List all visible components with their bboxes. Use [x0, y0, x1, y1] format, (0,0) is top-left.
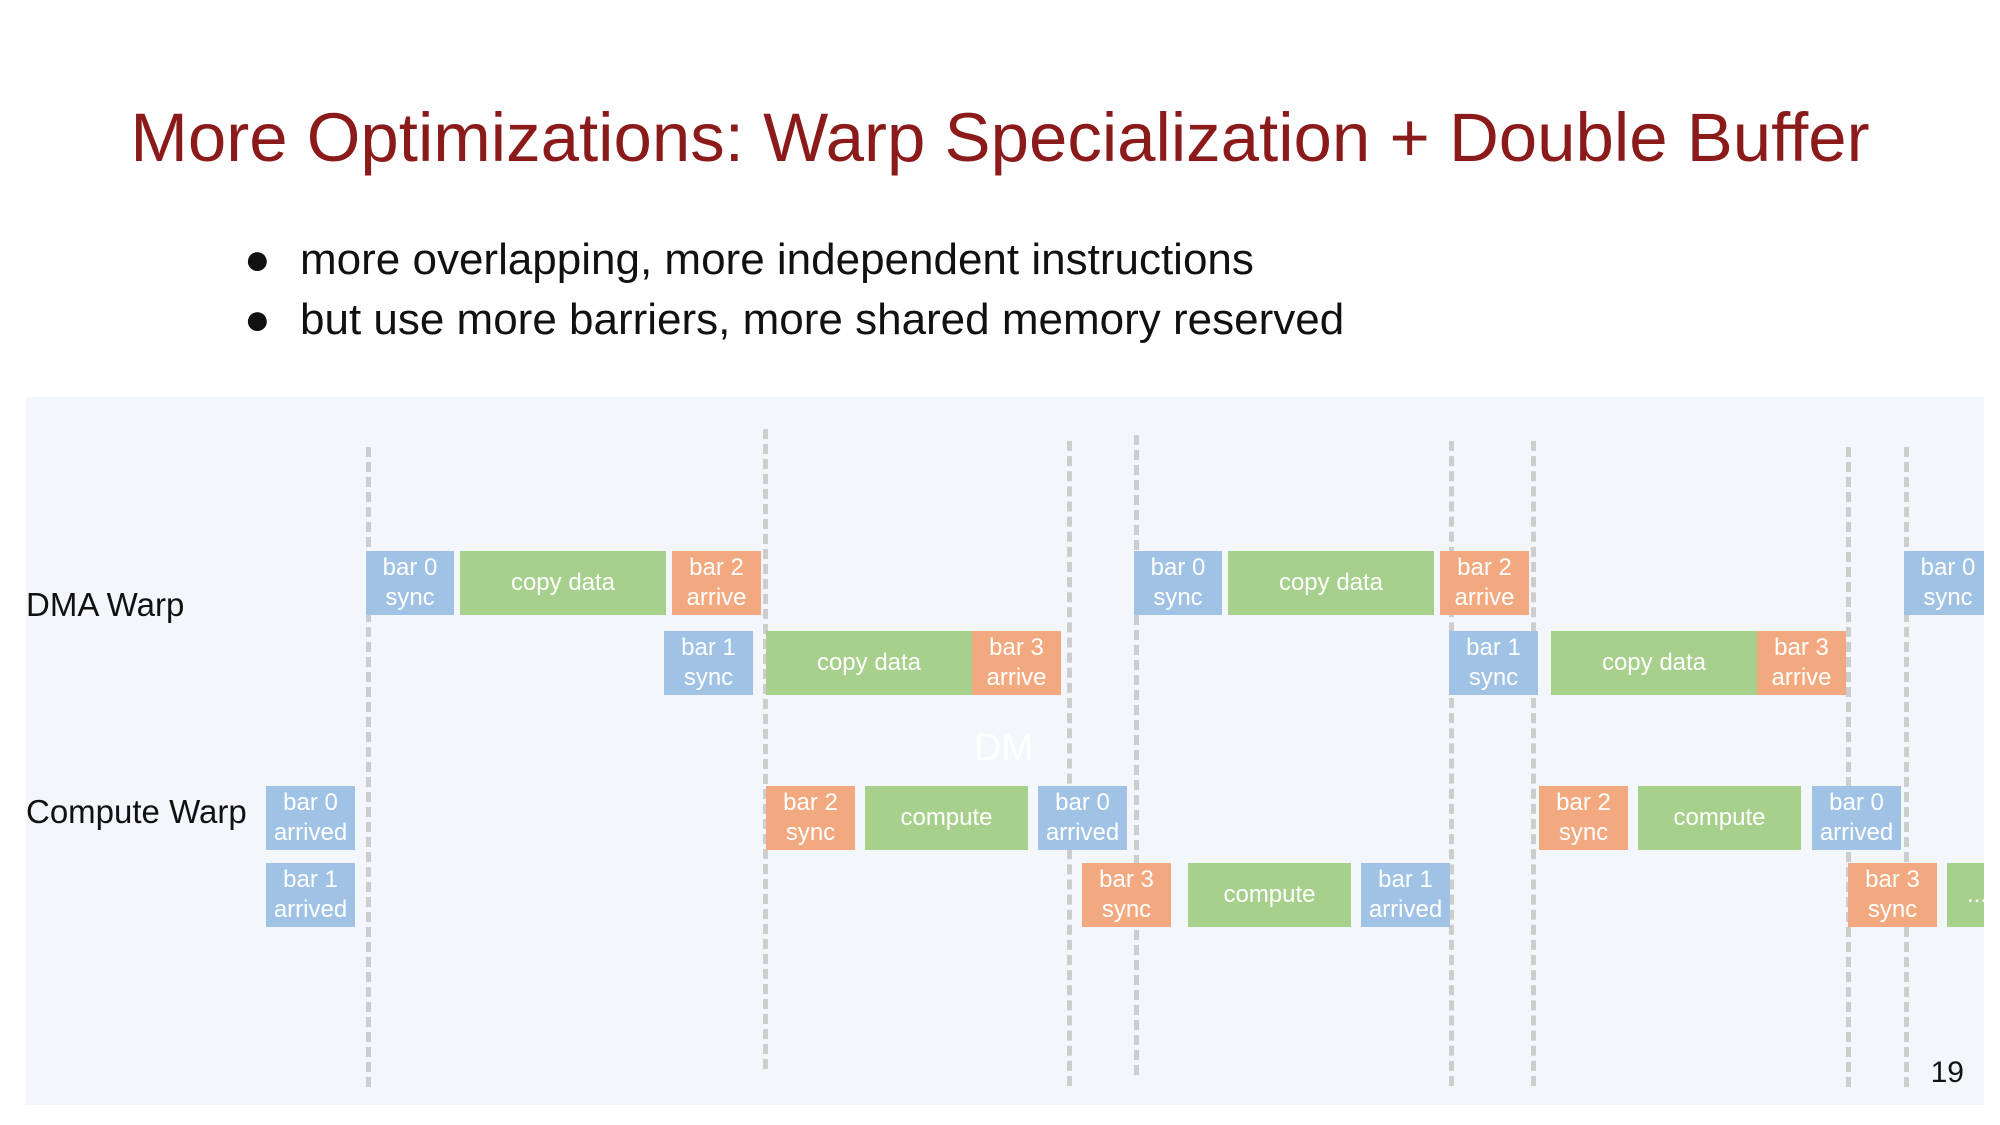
compute-warp-label: Compute Warp — [26, 793, 247, 830]
bullet-text: but use more barriers, more shared memor… — [300, 295, 1345, 344]
dma-bar2-arrive-block: bar 2 arrive — [672, 551, 761, 615]
dma-copy-data-block: copy data — [460, 551, 666, 615]
compute-bar0-arrived-block: bar 0 arrived — [1812, 786, 1901, 850]
compute-bar1-arrived-block: bar 1 arrived — [266, 863, 355, 927]
dma-bar0-sync-block: bar 0 sync — [366, 551, 454, 615]
compute-bar2-sync-block: bar 2 sync — [1539, 786, 1628, 850]
dma-bar1-sync-block: bar 1 sync — [664, 631, 753, 695]
dma-bar0-sync-block: bar 0 sync — [1904, 551, 1984, 615]
bullet-text: more overlapping, more independent instr… — [300, 235, 1254, 284]
dma-copy-data-block: copy data — [1551, 631, 1757, 695]
compute-block: compute — [1638, 786, 1801, 850]
bullet-dot-icon: ● — [244, 235, 271, 284]
timeline-divider — [1531, 441, 1536, 1086]
timeline-divider — [1134, 435, 1139, 1075]
page-number: 19 — [1930, 1056, 1964, 1089]
dma-bar3-arrive-block: bar 3 arrive — [1757, 631, 1846, 695]
bullet-item: ● more overlapping, more independent inst… — [244, 230, 1344, 290]
compute-bar1-arrived-block: bar 1 arrived — [1361, 863, 1450, 927]
dma-warp-label: DMA Warp — [26, 586, 185, 623]
bullet-dot-icon: ● — [244, 295, 271, 344]
compute-continuation-block: ... — [1947, 863, 1984, 927]
timeline-divider — [1449, 441, 1454, 1086]
timeline-divider — [763, 429, 768, 1069]
dma-bar1-sync-block: bar 1 sync — [1449, 631, 1538, 695]
compute-bar3-sync-block: bar 3 sync — [1848, 863, 1937, 927]
dma-bar3-arrive-block: bar 3 arrive — [972, 631, 1061, 695]
timeline-divider — [1846, 447, 1851, 1087]
timeline-diagram: DMA Warp Compute Warp bar 0 sync copy da… — [26, 397, 1984, 1105]
bullet-item: ● but use more barriers, more shared memo… — [244, 290, 1344, 350]
dma-bar2-arrive-block: bar 2 arrive — [1440, 551, 1529, 615]
dma-copy-data-block: copy data — [1228, 551, 1434, 615]
bullet-list: ● more overlapping, more independent inst… — [244, 230, 1344, 350]
compute-bar0-arrived-block: bar 0 arrived — [1038, 786, 1127, 850]
compute-bar0-arrived-block: bar 0 arrived — [266, 786, 355, 850]
timeline-divider — [1067, 441, 1072, 1086]
compute-bar3-sync-block: bar 3 sync — [1082, 863, 1171, 927]
timeline-divider — [366, 447, 371, 1087]
dma-bar0-sync-block: bar 0 sync — [1134, 551, 1222, 615]
compute-block: compute — [865, 786, 1028, 850]
ghost-text: DM — [974, 727, 1034, 769]
slide-title: More Optimizations: Warp Specialization … — [130, 99, 1870, 176]
compute-bar2-sync-block: bar 2 sync — [766, 786, 855, 850]
timeline-divider — [1904, 447, 1909, 1087]
dma-copy-data-block: copy data — [766, 631, 972, 695]
compute-block: compute — [1188, 863, 1351, 927]
